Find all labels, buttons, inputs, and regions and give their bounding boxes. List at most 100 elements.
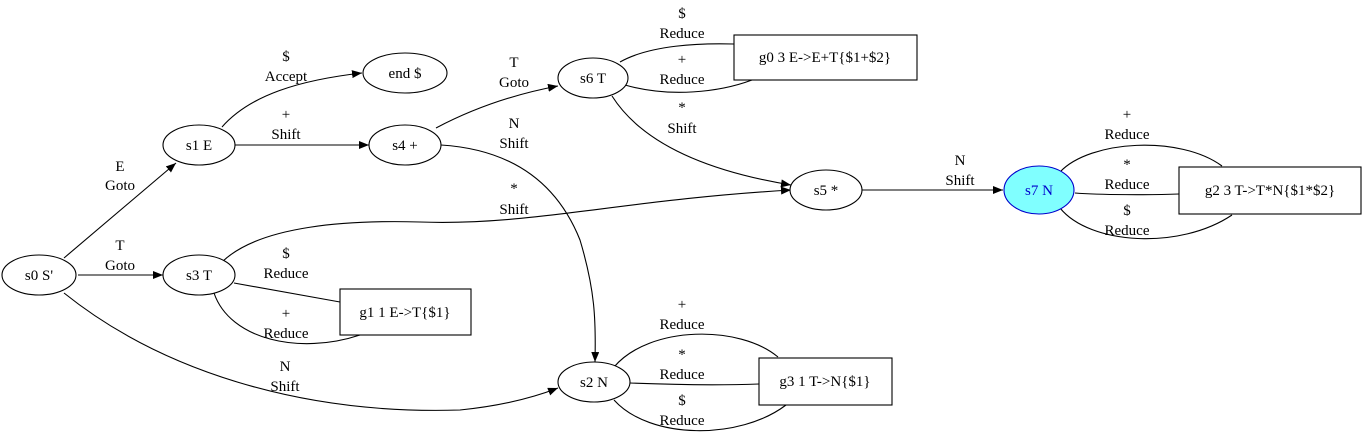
edge-s4-s6: T Goto [435,55,559,129]
nodes: s0 S' s1 E s3 T end $ s4 + s6 T s5 * s2 [1,34,1362,406]
edge-s3-s5: * Shift [221,181,792,263]
edge-s3-g1-dollar: $ Reduce [233,246,341,303]
edge-s6-g0-dollar: $ Reduce [619,6,735,63]
node-s1-ellipse [162,124,236,166]
node-s1[interactable]: s1 E [162,124,236,166]
edge-symbol: $ [678,6,686,22]
node-s6-label: s6 T [580,71,606,87]
edge-symbol: T [115,238,124,254]
edge-s1-end: $ Accept [221,49,363,128]
edge-s0-s3: T Goto [78,238,163,279]
edge-s7-g2-star: * Reduce [1074,157,1180,196]
node-g3-box [758,357,893,406]
edge-action: Shift [499,136,529,152]
node-s7[interactable]: s7 N [1003,165,1075,215]
edge-s7-g2-plus: + Reduce [1059,107,1223,173]
node-end-ellipse [362,52,448,94]
edge-action: Reduce [660,72,705,88]
edge-symbol: + [678,52,686,68]
node-g1[interactable]: g1 1 E->T{$1} [339,288,472,336]
node-g0[interactable]: g0 3 E->E+T{$1+$2} [733,34,918,81]
node-s6-ellipse [557,57,629,99]
edge-symbol: * [678,100,686,116]
node-s5-ellipse [789,169,863,211]
node-s4[interactable]: s4 + [368,124,442,166]
edge-symbol: N [280,359,291,375]
edges: E Goto T Goto N Shift $ Accept + Shift [63,6,1233,432]
node-s2-ellipse [557,361,631,403]
edge-action: Reduce [660,317,705,333]
edge-symbol: N [955,153,966,169]
node-s4-label: s4 + [392,138,418,154]
node-s3[interactable]: s3 T [162,254,236,296]
edge-action: Accept [265,69,308,85]
node-g1-label: g1 1 E->T{$1} [359,305,450,321]
edge-s0-s2: N Shift [63,292,559,411]
edge-s2-g3-plus: + Reduce [613,297,779,368]
edge-symbol: * [678,347,686,363]
node-s5[interactable]: s5 * [789,169,863,211]
edge-s6-g0-plus: + Reduce [624,52,753,93]
edge-symbol: $ [678,393,686,409]
edge-action: Shift [945,173,975,189]
edge-action: Reduce [660,367,705,383]
node-g3-label: g3 1 T->N{$1} [779,374,870,390]
node-g2[interactable]: g2 3 T->T*N{$1*$2} [1178,166,1362,215]
edge-s2-g3-dollar: $ Reduce [613,393,787,432]
edge-action: Reduce [1105,177,1150,193]
node-s0-label: s0 S' [25,268,53,284]
node-g0-box [733,34,918,81]
edge-action: Shift [271,127,301,143]
node-s1-label: s1 E [186,138,212,154]
node-end[interactable]: end $ [362,52,448,94]
node-s3-ellipse [162,254,236,296]
node-s7-label: s7 N [1025,183,1053,199]
edge-symbol: + [282,107,290,123]
edge-action: Reduce [660,413,705,429]
edge-symbol: $ [1123,203,1131,219]
edge-symbol: * [510,181,518,197]
edge-action: Reduce [1105,223,1150,239]
edge-s7-g2-dollar: $ Reduce [1059,203,1233,240]
edge-action: Shift [667,121,697,137]
edge-s5-s7: N Shift [862,153,1003,194]
edge-symbol: $ [282,246,290,262]
node-s2[interactable]: s2 N [557,361,631,403]
node-g1-box [339,288,472,336]
edge-symbol: + [678,297,686,313]
edge-symbol: N [509,116,520,132]
edge-symbol: E [115,159,124,175]
node-s0-ellipse [1,254,77,296]
node-s7-ellipse [1003,165,1075,215]
edge-action: Reduce [264,266,309,282]
edge-action: Reduce [660,26,705,42]
node-end-label: end $ [389,66,422,82]
node-s3-label: s3 T [186,268,212,284]
edge-s3-g1-plus: + Reduce [213,292,361,345]
node-s4-ellipse [368,124,442,166]
edge-action: Goto [105,258,135,274]
node-s6[interactable]: s6 T [557,57,629,99]
node-g3[interactable]: g3 1 T->N{$1} [758,357,893,406]
edge-action: Reduce [264,326,309,342]
edge-action: Reduce [1105,127,1150,143]
node-g0-label: g0 3 E->E+T{$1+$2} [759,50,891,66]
node-s2-label: s2 N [580,375,608,391]
edge-symbol: T [509,55,518,71]
edge-s4-s2: N Shift [440,116,600,363]
node-s0[interactable]: s0 S' [1,254,77,296]
edge-action: Goto [499,75,529,91]
edge-s2-g3-star: * Reduce [629,347,760,386]
edge-s1-s4: + Shift [235,107,369,149]
edge-symbol: + [282,306,290,322]
edge-s0-s1: E Goto [63,159,177,259]
edge-symbol: + [1123,107,1131,123]
edge-action: Shift [499,202,529,218]
node-g2-label: g2 3 T->T*N{$1*$2} [1205,183,1335,199]
edge-action: Goto [105,178,135,194]
edge-action: Shift [270,379,300,395]
edge-symbol: $ [282,49,290,65]
node-s5-label: s5 * [814,183,839,199]
edge-s6-s5: * Shift [611,95,792,188]
